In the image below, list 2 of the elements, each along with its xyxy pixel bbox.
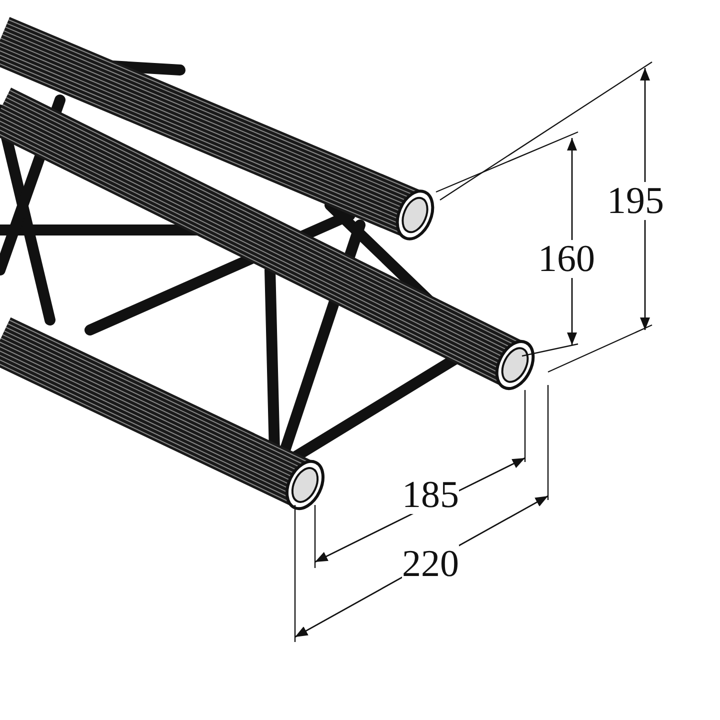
- dimension-label: 195: [607, 182, 664, 220]
- dimension-label: 160: [538, 240, 595, 278]
